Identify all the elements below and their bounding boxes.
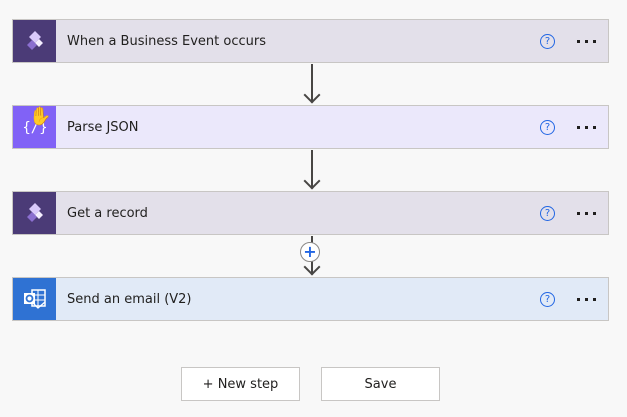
connector-line [311, 150, 313, 188]
new-step-button[interactable]: + New step [181, 367, 300, 401]
more-options-button[interactable] [577, 125, 596, 129]
help-icon[interactable]: ? [540, 291, 555, 307]
more-options-button[interactable] [577, 211, 596, 215]
connector-line [311, 64, 313, 102]
more-options-button[interactable] [577, 297, 596, 301]
step-card-parse-json[interactable]: {/} Parse JSON ? [12, 105, 609, 149]
save-button[interactable]: Save [321, 367, 440, 401]
help-icon[interactable]: ? [540, 205, 555, 221]
step-card-business-event[interactable]: When a Business Event occurs ? [12, 19, 609, 63]
svg-text:{/}: {/} [24, 120, 46, 136]
hand-pointer-cursor-icon: ✋ [29, 106, 52, 127]
insert-step-button[interactable]: + [300, 242, 320, 262]
curly-braces-icon: {/} [13, 106, 56, 148]
more-options-button[interactable] [577, 39, 596, 43]
arrow-down-icon [303, 172, 321, 190]
step-title: Send an email (V2) [67, 291, 192, 307]
step-title: Parse JSON [67, 119, 139, 135]
help-icon[interactable]: ? [540, 119, 555, 135]
outlook-icon [13, 278, 56, 320]
dataverse-icon [13, 192, 56, 234]
step-title: Get a record [67, 205, 148, 221]
step-card-send-email[interactable]: Send an email (V2) ? [12, 277, 609, 321]
step-title: When a Business Event occurs [67, 33, 266, 49]
dataverse-icon [13, 20, 56, 62]
help-icon[interactable]: ? [540, 33, 555, 49]
step-card-get-record[interactable]: Get a record ? [12, 191, 609, 235]
arrow-down-icon [303, 86, 321, 104]
